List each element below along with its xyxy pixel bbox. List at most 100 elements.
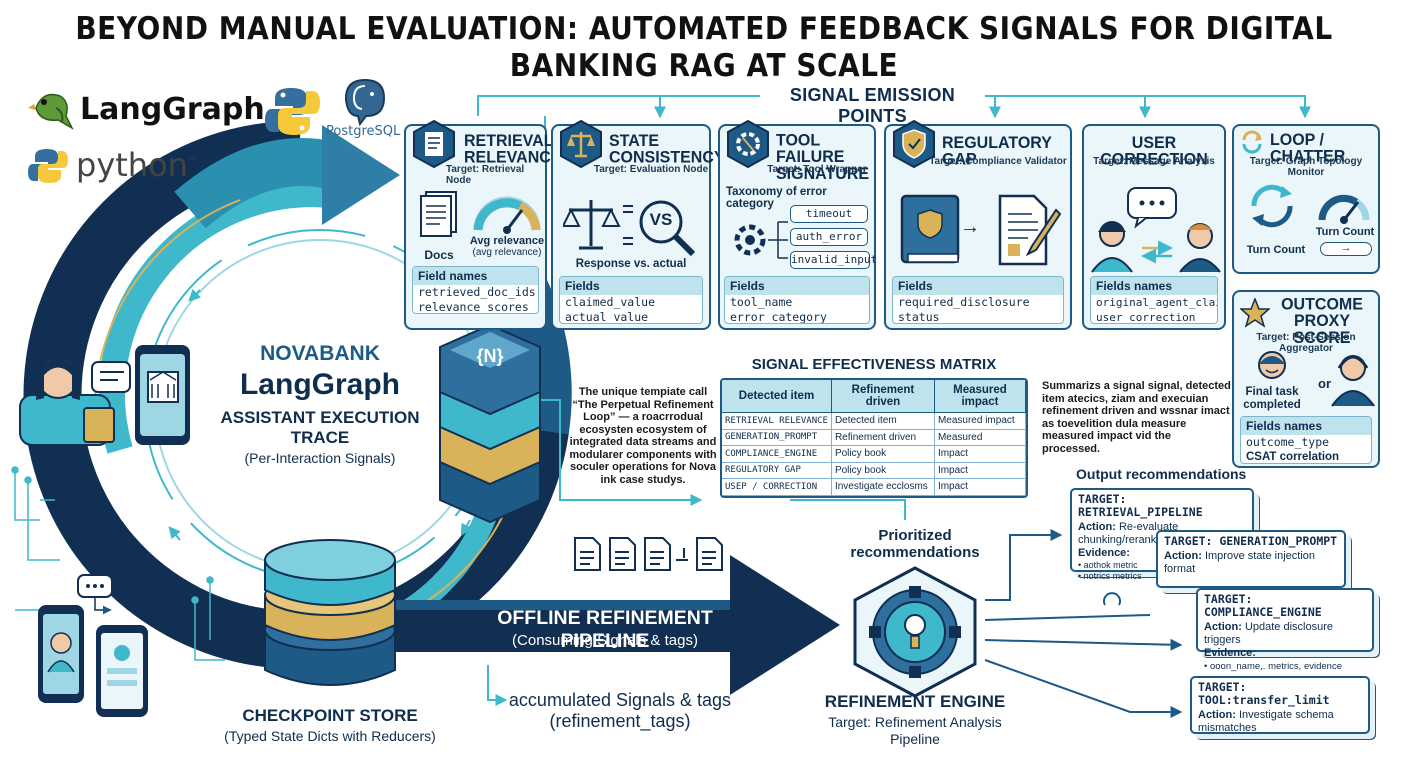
fields-header: Fields bbox=[560, 277, 702, 295]
card-target: Target: Graph Topology Monitor bbox=[1249, 156, 1363, 178]
user-agent-chat-icon bbox=[1091, 187, 1221, 273]
fields-header: Fields names bbox=[1241, 417, 1371, 435]
card-title: REGULATORY GAP bbox=[942, 134, 1052, 169]
rec-evidence-item: • notrics metrics bbox=[1078, 571, 1142, 581]
accumulated-signals-label: accumulated Signals & tags(refinement_ta… bbox=[508, 690, 732, 731]
rec-evidence-item: • ooon_name,. metrics, evidence bbox=[1204, 661, 1342, 672]
text-line: ecosysten ecosystem of bbox=[579, 423, 707, 436]
text-line: measured impact vid the processed. bbox=[1042, 430, 1171, 455]
card-target: Target: Evaluation Node bbox=[593, 164, 709, 175]
rec-target: TARGET: TOOL:transfer_limit bbox=[1198, 680, 1330, 707]
outer-ring bbox=[23, 120, 572, 669]
fields-header: Fields bbox=[725, 277, 869, 295]
field-value: actual_value bbox=[565, 310, 649, 324]
output-connectors bbox=[984, 529, 1183, 718]
fields-box: Field names retrieved_doc_ids relevance_… bbox=[412, 266, 539, 314]
langgraph-node-icon: {N} bbox=[476, 346, 504, 366]
field-value: relevance_scores bbox=[418, 300, 529, 314]
avg-relevance-label: Avg relevance(avg relevance) bbox=[469, 235, 545, 259]
scales-vs-magnifier-icon bbox=[563, 200, 696, 257]
ring-top-arrowhead bbox=[322, 125, 400, 225]
turn-count-label: Turn Count bbox=[1315, 226, 1375, 238]
matrix-cell: Policy book bbox=[831, 462, 935, 479]
postgresql-logo-text: PostgreSQL bbox=[326, 124, 401, 139]
response-vs-actual-label: Response vs. actual bbox=[575, 258, 687, 270]
matrix-cell: Detected item bbox=[831, 412, 935, 430]
page-title: BEYOND MANUAL EVALUATION: AUTOMATED FEED… bbox=[75, 10, 1333, 84]
matrix-header-2: Measured impact bbox=[934, 380, 1026, 413]
matrix-cell: RETRIEVAL RELEVANCE bbox=[722, 412, 832, 430]
matrix-cell: Impact bbox=[934, 445, 1026, 463]
relevance-gauge-icon bbox=[473, 196, 541, 234]
parrot-logo-icon bbox=[28, 86, 78, 130]
broken-gear-hex-icon bbox=[727, 120, 769, 168]
or-label: or bbox=[1318, 376, 1331, 391]
pipeline-title: OFFLINE REFINEMENT PIPELINE bbox=[497, 607, 713, 652]
loop-description-text: The unique tempiate call“The Perpetual R… bbox=[568, 386, 718, 486]
field-value: original_agent_claim bbox=[1096, 296, 1218, 309]
rec-tool-transfer-limit: TARGET: TOOL:transfer_limit Action: Inve… bbox=[1190, 676, 1370, 734]
matrix-header-0: Detected item bbox=[722, 380, 832, 413]
gear-taxonomy-icon bbox=[734, 221, 788, 259]
matrix-cell: Measured bbox=[934, 429, 1026, 446]
fields-header: Fields names bbox=[1091, 277, 1217, 295]
text-line: refinement driven and wssnar imact bbox=[1042, 405, 1230, 417]
python-logo-icon bbox=[265, 84, 320, 139]
emission-connectors bbox=[477, 95, 1311, 130]
text-line: ink case studys. bbox=[600, 473, 686, 486]
checkpoint-store-title: CHECKPOINT STORE bbox=[242, 706, 418, 725]
matrix-cell: Policy book bbox=[831, 445, 935, 463]
rec-target: TARGET: COMPLIANCE_ENGINE bbox=[1204, 592, 1322, 619]
card-title: USER CORRECTION bbox=[1100, 134, 1208, 169]
python-logo-text: python™ bbox=[76, 146, 198, 184]
transform-arrow: → bbox=[960, 216, 980, 238]
card-target: Target: Message Analysis bbox=[1093, 156, 1215, 167]
card-user-correction: USER CORRECTION Target: Message Analysis… bbox=[1082, 124, 1226, 330]
circuit-decoration bbox=[11, 466, 225, 661]
loop-icon bbox=[1242, 130, 1262, 154]
card-loop-chatter: LOOP / CHATTER Target: Graph Topology Mo… bbox=[1232, 124, 1380, 274]
center-langgraph: LangGraph bbox=[239, 368, 400, 401]
face-icon bbox=[1258, 351, 1286, 379]
error-category-auth: auth_error bbox=[790, 228, 868, 246]
matrix-header-1: Refinement driven bbox=[831, 380, 935, 413]
taxonomy-label: Taxonomy of error category bbox=[726, 186, 827, 210]
fields-box: Fields names original_agent_claim user_c… bbox=[1090, 276, 1218, 324]
field-value: outcome_type bbox=[1246, 435, 1330, 449]
matrix-cell: Measured impact bbox=[934, 412, 1026, 430]
card-regulatory-gap: REGULATORY GAP Target: Compliance Valida… bbox=[884, 120, 1072, 330]
output-recommendations-title: Output recommendations bbox=[1076, 466, 1247, 482]
matrix-cell: Refinement driven bbox=[831, 429, 935, 446]
field-value: retrieved_doc_ids bbox=[418, 285, 536, 299]
text-line: The unique tempiate call bbox=[578, 386, 708, 398]
per-interaction-label: (Per-Interaction Signals) bbox=[244, 450, 396, 466]
python-small-logo-icon bbox=[28, 146, 68, 186]
checkpoint-store-subtitle: (Typed State Dicts with Reducers) bbox=[224, 728, 436, 744]
text-line: item atecics, ziam and execuian bbox=[1042, 392, 1209, 405]
refinement-engine-graphic bbox=[853, 566, 977, 698]
refinement-engine-title: REFINEMENT ENGINE bbox=[824, 692, 1006, 711]
rec-evidence-item: • aothok metric bbox=[1078, 560, 1138, 570]
fields-header: Field names bbox=[413, 267, 538, 285]
support-agent-icon bbox=[1331, 355, 1375, 407]
card-target: Target: Tool Wrapper bbox=[767, 164, 867, 175]
matrix-cell: Investigate ecclosms bbox=[831, 478, 935, 496]
rec-compliance-engine: TARGET: COMPLIANCE_ENGINE Action: Update… bbox=[1196, 588, 1374, 672]
field-value: status bbox=[898, 310, 940, 324]
docs-label: Docs bbox=[424, 248, 454, 262]
tool-fields-box: Fields tool_name error_category bbox=[724, 276, 870, 324]
